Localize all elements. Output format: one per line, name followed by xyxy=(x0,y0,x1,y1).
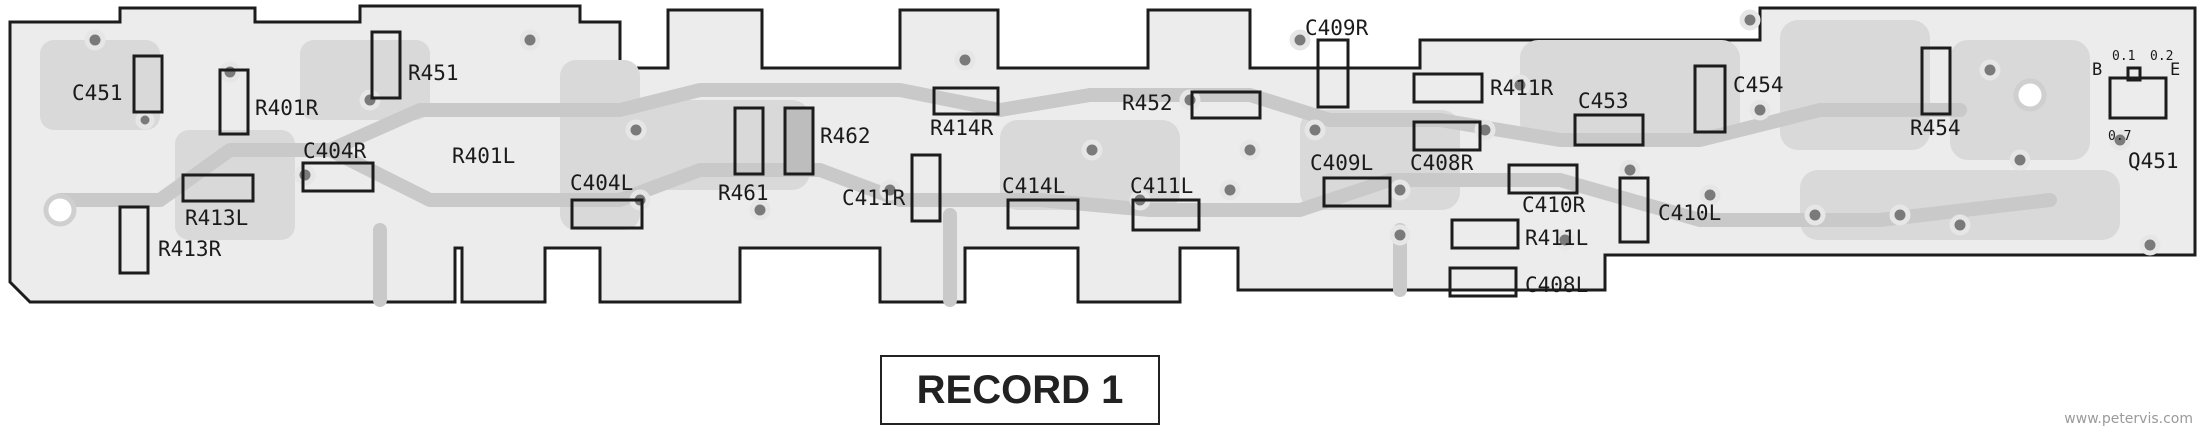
label-c410l: C410L xyxy=(1658,201,1721,225)
label-q451: Q451 xyxy=(2128,149,2179,173)
label-c409r: C409R xyxy=(1305,16,1369,40)
label-c404l: C404L xyxy=(570,171,633,195)
label-r411r: R411R xyxy=(1490,76,1554,100)
r413r-body xyxy=(118,205,150,275)
label-q451-pin-b: B xyxy=(2092,60,2102,80)
label-r411l: R411L xyxy=(1525,226,1588,250)
label-r451: R451 xyxy=(408,61,459,85)
c451-body xyxy=(132,54,164,114)
r413l-body xyxy=(181,173,255,203)
c409l-body xyxy=(1322,176,1392,208)
label-r413l: R413L xyxy=(185,206,248,230)
r454-body xyxy=(1920,46,1952,116)
c408r-body xyxy=(1412,120,1482,152)
r411r-body xyxy=(1412,72,1484,104)
label-r401l: R401L xyxy=(452,144,515,168)
label-r452: R452 xyxy=(1122,91,1173,115)
source-credit: www.petervis.com xyxy=(2064,411,2193,427)
c408l-body xyxy=(1448,266,1518,298)
label-c411r: C411R xyxy=(842,186,906,210)
label-q451-mark2: 0.2 xyxy=(2150,49,2173,64)
label-r413r: R413R xyxy=(158,237,222,261)
label-q451-mark1: 0.1 xyxy=(2112,49,2135,64)
label-r414r: R414R xyxy=(930,116,994,140)
label-c411l: C411L xyxy=(1130,174,1193,198)
r414r-body xyxy=(932,86,1000,116)
c411l-body xyxy=(1131,198,1201,232)
label-c451: C451 xyxy=(72,81,123,105)
r461-body xyxy=(733,106,765,176)
label-c454: C454 xyxy=(1733,73,1784,97)
q451-body xyxy=(2108,76,2168,120)
c453-body xyxy=(1573,113,1645,147)
c454-body xyxy=(1693,64,1727,134)
label-c410r: C410R xyxy=(1522,193,1586,217)
label-c453: C453 xyxy=(1578,89,1629,113)
r452-body xyxy=(1190,90,1262,120)
label-c404r: C404R xyxy=(303,139,367,163)
solder-pads xyxy=(43,9,2161,256)
r451-body xyxy=(370,30,402,100)
c414l-body xyxy=(1006,198,1080,230)
c410l-body xyxy=(1618,176,1650,244)
label-q451-pin-e: E xyxy=(2170,60,2180,80)
label-c408l: C408L xyxy=(1525,273,1588,297)
c410r-body xyxy=(1507,163,1579,195)
component-labels: C451 R401R R451 C404R R401L R413L R413R … xyxy=(72,16,2180,297)
label-q451-mark3: 0.7 xyxy=(2108,129,2131,144)
label-c414l: C414L xyxy=(1002,174,1065,198)
r401r-body xyxy=(218,68,250,136)
diagram-title: RECORD 1 xyxy=(880,355,1160,425)
c404r-body xyxy=(301,161,375,193)
label-c409l: C409L xyxy=(1310,151,1373,175)
label-r462: R462 xyxy=(820,124,871,148)
c404l-body xyxy=(570,198,644,230)
label-r454: R454 xyxy=(1910,116,1961,140)
component-bodies xyxy=(118,30,2168,298)
label-r401r: R401R xyxy=(255,96,319,120)
label-c408r: C408R xyxy=(1410,151,1474,175)
label-r461: R461 xyxy=(718,181,769,205)
r411l-body xyxy=(1450,218,1520,250)
c411r-body xyxy=(910,153,942,223)
c409r-body xyxy=(1316,38,1350,109)
r462-body xyxy=(783,106,815,176)
